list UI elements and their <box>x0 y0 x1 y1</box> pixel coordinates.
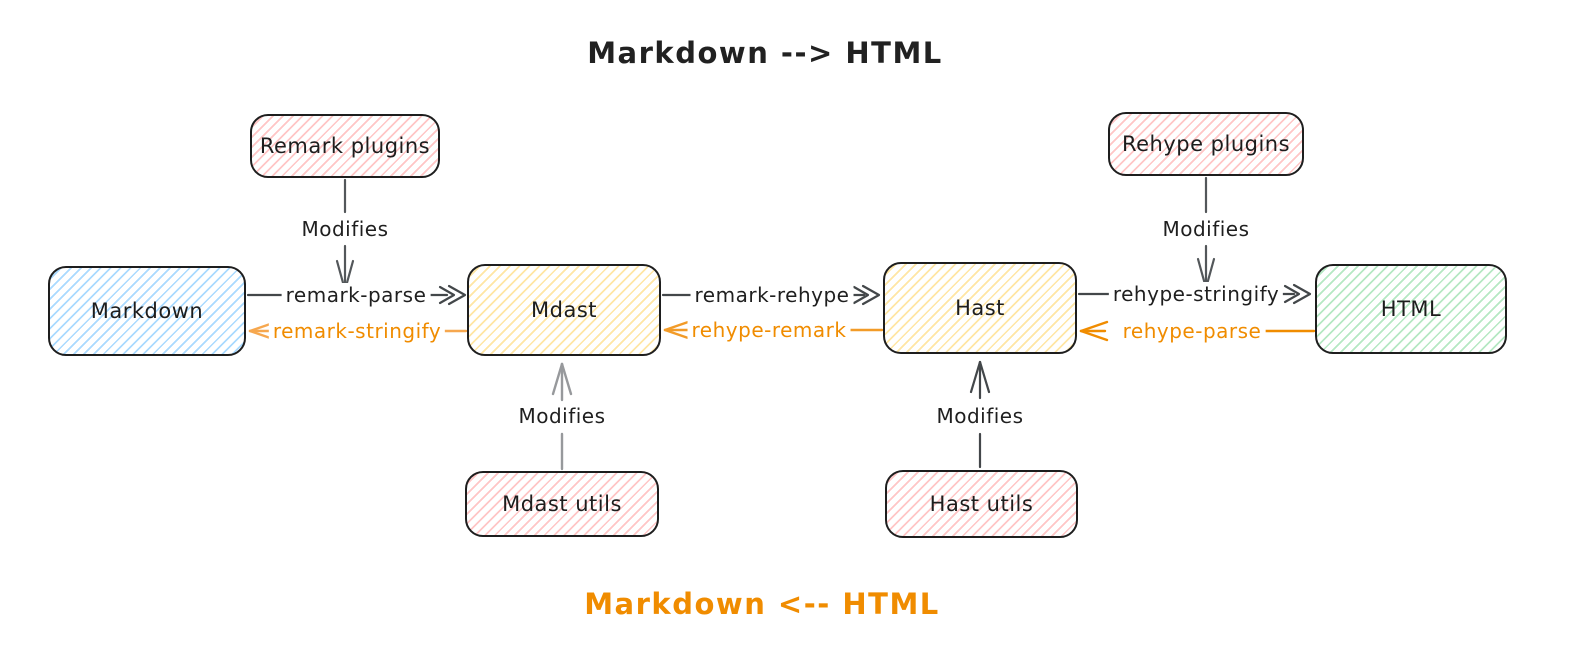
node-hast-label: Hast <box>955 296 1005 320</box>
node-rehype-plugins: Rehype plugins <box>1108 112 1304 176</box>
node-mdast: Mdast <box>467 264 661 356</box>
node-mdast-utils: Mdast utils <box>465 471 659 537</box>
node-markdown-label: Markdown <box>90 299 204 323</box>
node-html-label: HTML <box>1380 297 1442 321</box>
node-mdast-utils-label: Mdast utils <box>502 492 622 516</box>
edge-label-rehype-plugins-modifies: Modifies <box>1158 217 1254 241</box>
node-remark-plugins-label: Remark plugins <box>259 134 431 158</box>
node-markdown: Markdown <box>48 266 246 356</box>
edge-label-hast-utils-modifies: Modifies <box>932 404 1028 428</box>
node-hast-utils-label: Hast utils <box>929 492 1034 516</box>
node-rehype-plugins-label: Rehype plugins <box>1121 132 1291 156</box>
node-hast-utils: Hast utils <box>885 470 1078 538</box>
node-mdast-label: Mdast <box>531 298 597 322</box>
edge-label-remark-plugins-modifies: Modifies <box>297 217 393 241</box>
node-hast: Hast <box>883 262 1077 354</box>
title-markdown-to-html: Markdown --> HTML <box>587 36 943 70</box>
edge-label-rehype-parse: rehype-parse <box>1118 319 1266 343</box>
node-remark-plugins: Remark plugins <box>250 114 440 178</box>
edge-label-remark-parse: remark-parse <box>281 283 431 307</box>
edge-label-mdast-utils-modifies: Modifies <box>514 404 610 428</box>
title-html-to-markdown: Markdown <-- HTML <box>584 587 940 621</box>
edge-label-rehype-remark: rehype-remark <box>687 318 851 342</box>
edge-label-remark-rehype: remark-rehype <box>690 283 854 307</box>
edge-label-rehype-stringify: rehype-stringify <box>1108 282 1284 306</box>
edge-label-remark-stringify: remark-stringify <box>268 319 446 343</box>
node-html: HTML <box>1315 264 1507 354</box>
